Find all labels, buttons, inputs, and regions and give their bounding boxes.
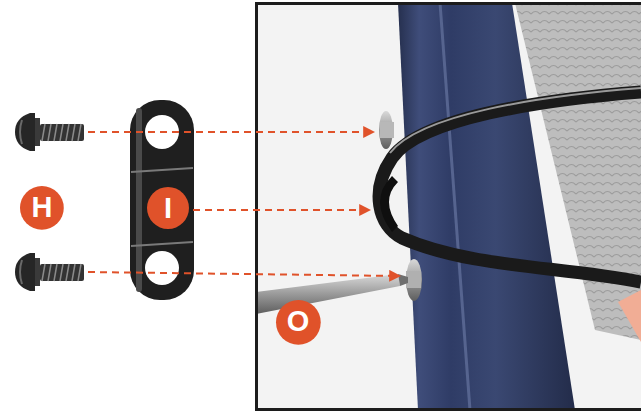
screw-highlight: [20, 260, 22, 284]
screw-flange: [35, 118, 40, 146]
clamp-installed: [380, 176, 398, 232]
screw-shank: [40, 264, 84, 281]
leader-arrow: [88, 131, 374, 133]
callout-disc: [147, 187, 189, 229]
wire-frame: [379, 92, 641, 282]
screw-thread: [42, 124, 81, 141]
chair-frame: [398, 3, 575, 410]
pointer-mark: [618, 290, 641, 342]
frame-groove: [440, 3, 470, 410]
callout-disc: [20, 186, 64, 230]
wire-highlight: [390, 88, 641, 153]
assembly-photo: [256, 3, 641, 410]
bracket-hole: [145, 251, 179, 285]
screwdriver: [256, 274, 400, 314]
screw: [15, 113, 84, 151]
screw-flange: [35, 258, 40, 286]
photo-ground: [256, 3, 641, 410]
screw-shank: [40, 124, 84, 141]
screwdriver-tip: [398, 274, 408, 286]
screw-head: [15, 253, 35, 291]
callout-letter: I: [164, 194, 172, 223]
callout-letter: H: [32, 193, 53, 222]
screw: [15, 253, 84, 291]
leader-arrow: [193, 209, 370, 211]
callout-letter: O: [287, 307, 310, 336]
washer: [406, 259, 422, 301]
bracket-fold: [131, 168, 193, 246]
screw-head: [15, 113, 35, 151]
callout-disc: [276, 300, 321, 345]
bracket-highlight: [136, 108, 142, 292]
bolt-head: [406, 271, 421, 288]
callout-circle: O: [276, 300, 321, 345]
photo-frame: [257, 4, 641, 410]
callout-circle: I: [147, 187, 189, 229]
clamp-bracket: [130, 100, 194, 300]
washer: [379, 111, 393, 149]
callout-circle: H: [20, 186, 64, 230]
leader-arrow: [88, 272, 400, 276]
screw-thread: [42, 264, 81, 281]
bracket-body: [130, 100, 194, 300]
screw-highlight: [20, 120, 22, 144]
bolt-head: [380, 122, 394, 138]
